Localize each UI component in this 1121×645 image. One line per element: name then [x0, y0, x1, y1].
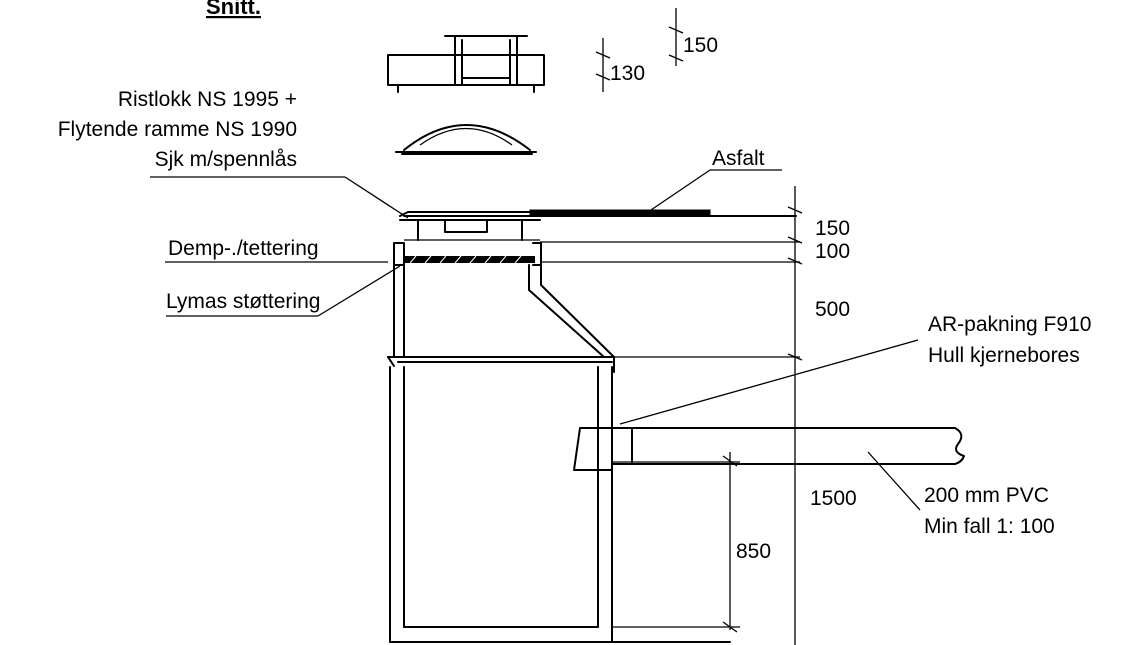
- manhole-chamber: [389, 366, 731, 643]
- pvc-pipe: [573, 427, 965, 471]
- dimension-850-marks: [612, 452, 740, 633]
- pvc-label-line1: 200 mm PVC: [924, 484, 1049, 507]
- sealing-ring: [405, 255, 535, 264]
- drawing-title: Snitt.: [206, 0, 261, 19]
- lid-label-line3: Sjk m/spennlås: [155, 148, 297, 171]
- lid-label-line1: Ristlokk NS 1995 +: [118, 88, 297, 111]
- right-dimension-chain: [540, 186, 803, 645]
- grate-lid: [395, 124, 537, 155]
- dimension-850: 850: [736, 540, 771, 563]
- demp-label: Demp-./tettering: [168, 237, 319, 260]
- dimension-1500: 1500: [810, 487, 857, 510]
- pvc-leader-line: [867, 451, 921, 511]
- dimension-500: 500: [815, 298, 850, 321]
- installed-frame: [399, 211, 541, 241]
- dimension-150: 150: [815, 217, 850, 240]
- lid-label-line2: Flytende ramme NS 1990: [58, 118, 297, 141]
- ar-label-line2: Hull kjernebores: [928, 344, 1080, 367]
- asfalt-leader-line: [647, 169, 782, 213]
- pvc-label-line2: Min fall 1: 100: [924, 515, 1055, 538]
- asfalt-label: Asfalt: [712, 147, 765, 170]
- dimension-100: 100: [815, 240, 850, 263]
- dimension-130: 130: [610, 62, 645, 85]
- frame-exploded-view: [387, 35, 545, 93]
- lymas-leader-line: [166, 265, 401, 317]
- ar-leader-line: [619, 339, 919, 425]
- ar-label-line1: AR-pakning F910: [928, 313, 1091, 336]
- support-ring-and-cone: [387, 242, 615, 373]
- lymas-label: Lymas støttering: [166, 290, 320, 313]
- top-dimension-marks: [595, 8, 684, 92]
- lid-leader-line: [150, 176, 409, 219]
- dimension-150-top: 150: [683, 34, 718, 57]
